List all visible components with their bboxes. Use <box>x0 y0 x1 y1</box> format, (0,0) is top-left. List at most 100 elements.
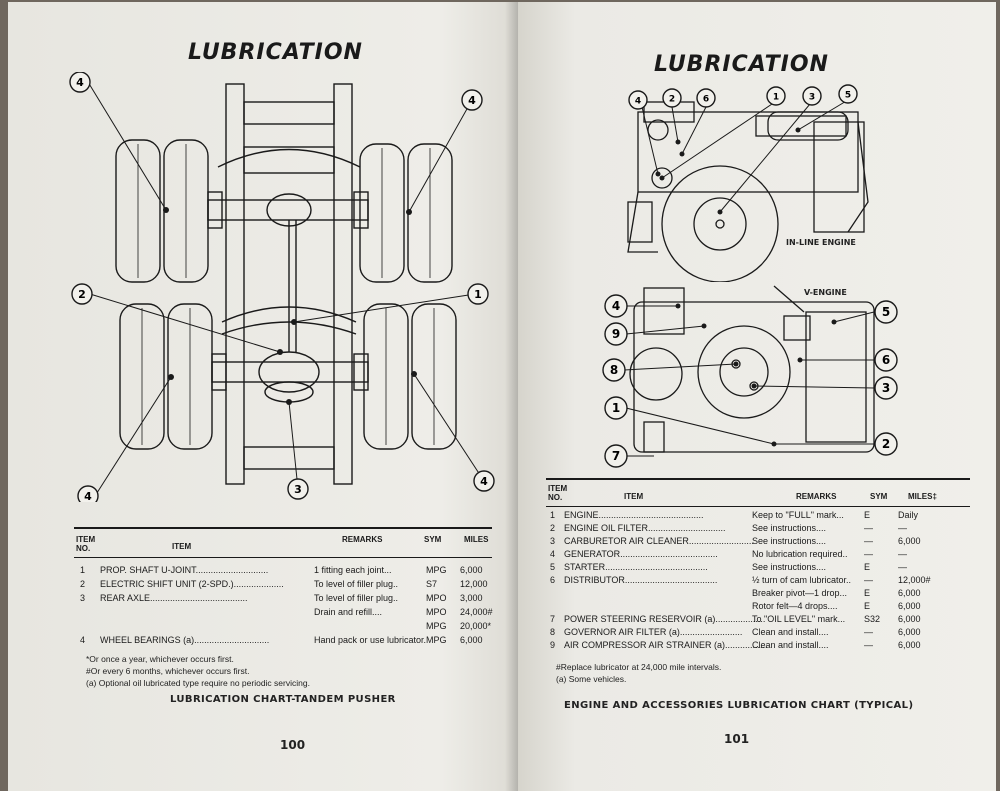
callout-number: 9 <box>612 327 620 341</box>
cell-item: REAR AXLE...............................… <box>100 593 248 603</box>
cell-miles: 6,000 <box>460 635 483 645</box>
callout-circle <box>874 376 898 400</box>
cell-item: AIR COMPRESSOR AIR STRAINER (a).........… <box>564 640 768 650</box>
callout-circle <box>696 88 716 108</box>
callout-number: 6 <box>703 94 709 104</box>
tire <box>119 303 165 450</box>
cell-remarks: No lubrication required.. <box>752 549 848 559</box>
col-miles: MILES‡ <box>908 492 937 501</box>
cell-item: CARBURETOR AIR CLEANER..................… <box>564 536 754 546</box>
cell-miles: — <box>898 562 907 572</box>
cell-sym: MPO <box>426 593 447 603</box>
callout-number: 3 <box>294 483 302 496</box>
callout-circle <box>473 470 495 492</box>
right-page: LUBRICATION <box>518 2 996 791</box>
cell-remarks: Rotor felt—4 drops.... <box>752 601 838 611</box>
cell-miles: 6,000 <box>898 601 921 611</box>
cell-remarks: To level of filler plug.. <box>314 593 399 603</box>
col-remarks: REMARKS <box>342 535 383 544</box>
cell-no: 3 <box>550 536 556 546</box>
callout-number: 4 <box>612 299 620 313</box>
callout-circle <box>604 396 628 420</box>
cell-remarks: To level of filler plug.. <box>314 579 399 589</box>
cell-remarks: Drain and refill.... <box>314 607 383 617</box>
cell-sym: MPG <box>426 635 447 645</box>
callout-number: 1 <box>612 401 620 415</box>
callout-number: 5 <box>845 90 851 100</box>
callout-circle <box>604 294 628 318</box>
callout-circle <box>802 86 822 106</box>
cell-no: 5 <box>550 562 556 572</box>
callout-number: 4 <box>84 490 92 502</box>
callout-number: 4 <box>635 96 641 106</box>
v-engine-label: V-ENGINE <box>804 288 847 297</box>
page-number: 100 <box>280 738 306 752</box>
cell-miles: 6,000 <box>898 588 921 598</box>
cell-miles: 6,000 <box>460 565 483 575</box>
callout-number: 4 <box>480 475 488 488</box>
page-title: LUBRICATION <box>654 52 829 77</box>
callout-number: 5 <box>882 305 890 319</box>
cell-sym: — <box>864 549 873 559</box>
cell-remarks: See instructions.... <box>752 562 827 572</box>
callout-number: 1 <box>773 92 779 102</box>
callout-number: 4 <box>468 94 476 107</box>
cell-no: 3 <box>80 593 86 603</box>
cell-remarks: Breaker pivot—1 drop... <box>752 588 848 598</box>
callout-circle <box>77 485 99 502</box>
callout-circle <box>874 348 898 372</box>
cell-item: POWER STEERING RESERVOIR (a)............… <box>564 614 766 624</box>
cell-sym: E <box>864 588 871 598</box>
cell-item: ENGINE OIL FILTER.......................… <box>564 523 726 533</box>
callout-circle <box>602 358 626 382</box>
cell-item: ENGINE..................................… <box>564 510 704 520</box>
col-miles: MILES <box>464 535 489 544</box>
cell-remarks: ½ turn of cam lubricator.. <box>752 575 852 585</box>
cell-miles: 20,000* <box>460 621 492 631</box>
col-remarks: REMARKS <box>796 492 837 501</box>
cell-sym: S32 <box>864 614 881 624</box>
tire <box>363 303 409 450</box>
cell-no: 8 <box>550 627 556 637</box>
callout-circle <box>662 88 682 108</box>
cell-remarks: Clean and install.... <box>752 627 829 637</box>
cell-remarks: See instructions.... <box>752 536 827 546</box>
cell-item: GENERATOR...............................… <box>564 549 718 559</box>
cell-miles: 12,000# <box>898 575 931 585</box>
callout-number: 1 <box>474 288 482 301</box>
cell-sym: — <box>864 536 873 546</box>
cell-miles: — <box>898 523 907 533</box>
callout-circle <box>461 89 483 111</box>
callout-circle <box>874 300 898 324</box>
col-sym: SYM <box>870 492 888 501</box>
cell-miles: 6,000 <box>898 536 921 546</box>
callout-number: 3 <box>809 92 815 102</box>
callout-circle <box>69 72 91 93</box>
cell-remarks: See instructions.... <box>752 523 827 533</box>
chart-caption: ENGINE AND ACCESSORIES LUBRICATION CHART… <box>564 700 914 711</box>
cell-remarks: Clean and install.... <box>752 640 829 650</box>
callout-number: 6 <box>882 353 890 367</box>
callout-number: 8 <box>610 363 618 377</box>
footnote: (a) Some vehicles. <box>556 674 627 684</box>
callout-circle <box>628 90 648 110</box>
col-item-no: ITEM NO. <box>548 484 568 502</box>
cell-item: ELECTRIC SHIFT UNIT (2-SPD.)............… <box>100 579 284 589</box>
cell-remarks: Keep to "FULL" mark... <box>752 510 844 520</box>
cell-miles: 12,000 <box>460 579 488 589</box>
cell-item: STARTER.................................… <box>564 562 708 572</box>
cell-sym: — <box>864 627 873 637</box>
callout-number: 2 <box>882 437 890 451</box>
tire <box>359 143 405 283</box>
page-number: 101 <box>724 732 750 746</box>
footnote: (a) Optional oil lubricated type require… <box>86 678 310 688</box>
cell-no: 4 <box>80 635 86 645</box>
left-page: LUBRICATION <box>8 2 518 791</box>
callout-circle <box>287 478 309 500</box>
callout-circle <box>874 432 898 456</box>
cell-sym: S7 <box>426 579 438 589</box>
cell-miles: 24,000# <box>460 607 493 617</box>
